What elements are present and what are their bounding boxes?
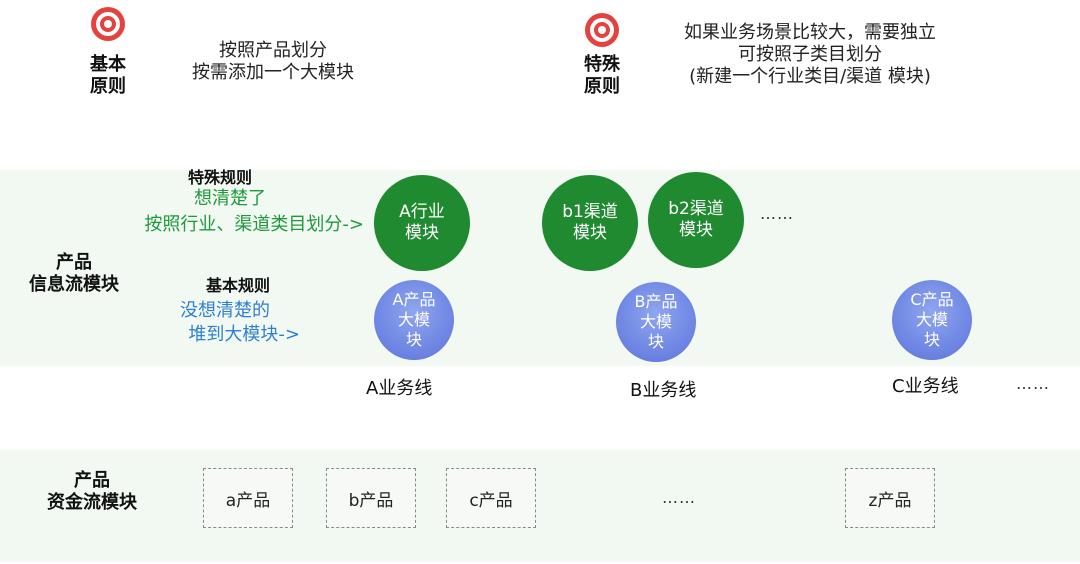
special-principle-text-line1: 如果业务场景比较大，需要独立 — [684, 22, 936, 43]
basic-principle-text: 按照产品划分 按需添加一个大模块 — [168, 40, 378, 84]
special-rule-line1: 想清楚了 — [194, 188, 266, 209]
module-b-product: B产品 大模 块 — [616, 282, 696, 362]
module-a-industry-line1: A行业 — [399, 202, 445, 222]
special-principle-text-line2: 可按照子类目划分 — [738, 44, 882, 65]
special-principle-text-line3: (新建一个行业类目/渠道 模块) — [689, 66, 931, 87]
module-a-product-line2: 大模 — [397, 310, 430, 329]
special-principle-title-line2: 原则 — [584, 76, 620, 97]
business-line-b: B业务线 — [630, 380, 697, 401]
module-b1-channel-line1: b1渠道 — [562, 202, 618, 222]
product-box-a: a产品 — [203, 468, 293, 528]
module-a-industry: A行业 模块 — [374, 175, 470, 271]
green-modules-more: …… — [760, 204, 794, 223]
basic-rule-line1: 没想清楚的 — [180, 300, 270, 321]
fund-products-more: …… — [662, 488, 696, 507]
module-a-product-line3: 块 — [405, 330, 422, 349]
module-c-product: C产品 大模 块 — [892, 280, 972, 360]
special-principle-title-line1: 特殊 — [584, 54, 620, 75]
fund-flow-label-line2: 资金流模块 — [47, 492, 137, 513]
info-flow-label: 产品 信息流模块 — [14, 252, 134, 296]
module-b2-channel-line1: b2渠道 — [668, 199, 724, 219]
special-principle-text: 如果业务场景比较大，需要独立 可按照子类目划分 (新建一个行业类目/渠道 模块) — [650, 22, 970, 88]
product-box-z-label: z产品 — [868, 490, 912, 511]
business-line-a: A业务线 — [366, 378, 433, 399]
module-b-product-line3: 块 — [647, 332, 664, 351]
target-icon — [91, 7, 125, 41]
business-lines-more: …… — [1016, 374, 1050, 393]
basic-rule-title: 基本规则 — [205, 276, 270, 295]
product-box-c-label: c产品 — [469, 490, 513, 511]
basic-principle-title-line2: 原则 — [90, 76, 126, 97]
module-b-product-line2: 大模 — [639, 312, 672, 331]
basic-principle-title: 基本 原则 — [78, 54, 138, 98]
business-line-c: C业务线 — [892, 376, 959, 397]
module-b1-channel: b1渠道 模块 — [542, 175, 638, 271]
special-rule-line2: 按照行业、渠道类目划分-> — [144, 214, 364, 235]
module-b2-channel: b2渠道 模块 — [648, 172, 744, 268]
info-flow-label-line1: 产品 — [56, 252, 92, 273]
product-box-c: c产品 — [446, 468, 536, 528]
module-b2-channel-line2: 模块 — [679, 220, 713, 240]
module-c-product-line3: 块 — [923, 330, 940, 349]
special-rule-title: 特殊规则 — [187, 168, 252, 187]
basic-principle-title-line1: 基本 — [90, 54, 126, 75]
info-flow-label-line2: 信息流模块 — [29, 274, 119, 295]
special-principle-title: 特殊 原则 — [572, 54, 632, 98]
module-a-product: A产品 大模 块 — [374, 280, 454, 360]
target-icon — [585, 13, 619, 47]
basic-principle-text-line1: 按照产品划分 — [219, 40, 327, 61]
module-b1-channel-line2: 模块 — [573, 223, 607, 243]
module-a-industry-line2: 模块 — [405, 223, 439, 243]
basic-principle-text-line2: 按需添加一个大模块 — [192, 62, 354, 83]
fund-flow-label-line1: 产品 — [74, 470, 110, 491]
product-box-b-label: b产品 — [348, 490, 394, 511]
module-b-product-line1: B产品 — [634, 292, 678, 311]
fund-flow-label: 产品 资金流模块 — [30, 470, 154, 514]
module-a-product-line1: A产品 — [392, 290, 436, 309]
module-c-product-line2: 大模 — [915, 310, 948, 329]
product-box-b: b产品 — [326, 468, 416, 528]
module-c-product-line1: C产品 — [910, 290, 954, 309]
product-box-a-label: a产品 — [225, 490, 271, 511]
basic-rule-line2: 堆到大模块-> — [188, 324, 300, 345]
product-box-z: z产品 — [845, 468, 935, 528]
